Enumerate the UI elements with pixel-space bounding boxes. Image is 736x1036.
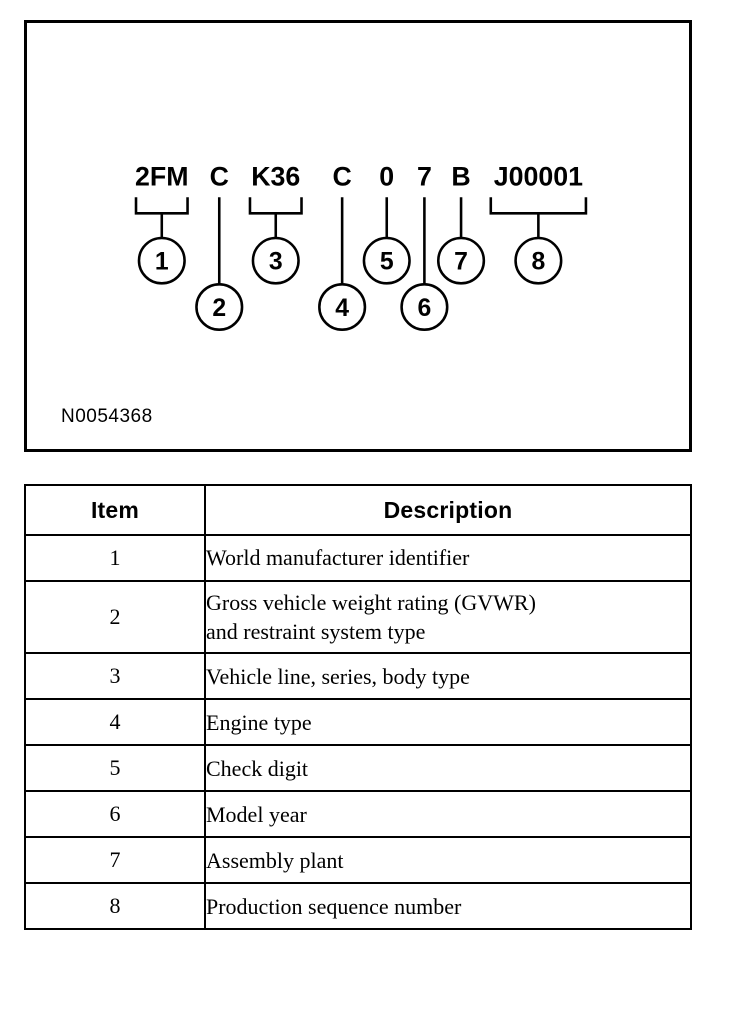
item-description-table: Item Description 1 World manufacturer id… [24,484,692,931]
vin-bracket-8 [489,197,588,215]
vin-bracket-1 [134,197,189,215]
cell-item-number: 2 [24,579,206,655]
vin-diagram-svg: 2FM 1 C 2 K36 3 C 4 0 5 [134,162,588,331]
callout-number-7: 7 [454,249,468,276]
table-row: 7 Assembly plant [24,836,692,885]
cell-item-number: 8 [24,882,206,931]
table-row: 4 Engine type [24,698,692,747]
cell-item-number: 4 [24,698,206,747]
vin-breakdown-diagram: 2FM 1 C 2 K36 3 C 4 0 5 [27,23,689,449]
callout-circle-4 [318,283,367,331]
column-header-description: Description [204,484,692,536]
callout-number-2: 2 [212,295,226,322]
callout-number-5: 5 [380,249,394,276]
vin-segment-text-7: B [451,162,470,192]
cell-description-line: Gross vehicle weight rating (GVWR) [206,590,536,615]
cell-description-line: and restraint system type [206,619,426,645]
cell-description: Model year [204,790,692,839]
figure-frame: 2FM 1 C 2 K36 3 C 4 0 5 [24,20,692,452]
callout-circle-6 [400,283,449,331]
vin-segment-text-6: 7 [417,162,432,192]
callout-circle-8 [514,236,563,285]
table-row: 6 Model year [24,790,692,839]
cell-description: Engine type [204,698,692,747]
callout-circle-3 [251,236,300,285]
callout-circle-2 [195,283,244,331]
cell-item-number: 5 [24,744,206,793]
figure-id-label: N0054368 [61,406,153,427]
cell-description: Gross vehicle weight rating (GVWR) and r… [204,579,692,655]
callout-number-4: 4 [335,295,349,322]
cell-description: Vehicle line, series, body type [204,652,692,701]
cell-item-number: 6 [24,790,206,839]
column-header-item: Item [24,484,206,536]
table-row: 5 Check digit [24,744,692,793]
callout-circle-5 [362,236,411,285]
callout-circle-7 [436,236,486,285]
vin-segment-text-5: 0 [379,162,394,192]
vin-segment-text-4: C [332,162,351,192]
vin-segment-text-3: K36 [251,162,300,192]
cell-item-number: 7 [24,836,206,885]
vin-segment-text-2: C [210,162,229,192]
vin-segment-text-1: 2FM [135,162,189,192]
cell-description: Production sequence number [204,882,692,931]
table-row: 2 Gross vehicle weight rating (GVWR) and… [24,579,692,655]
cell-description: Check digit [204,744,692,793]
callout-number-6: 6 [418,295,432,322]
vin-segment-text-8: J00001 [494,162,583,192]
cell-item-number: 3 [24,652,206,701]
table-header-row: Item Description [24,484,692,536]
cell-description: World manufacturer identifier [204,534,692,582]
callout-circle-1 [137,236,186,285]
table-row: 1 World manufacturer identifier [24,534,692,582]
callout-number-3: 3 [269,249,283,276]
table-row: 8 Production sequence number [24,882,692,931]
vin-bracket-3 [248,197,303,215]
callout-number-8: 8 [531,249,545,276]
cell-description: Assembly plant [204,836,692,885]
callout-number-1: 1 [155,249,169,276]
table-row: 3 Vehicle line, series, body type [24,652,692,701]
cell-item-number: 1 [24,534,206,582]
